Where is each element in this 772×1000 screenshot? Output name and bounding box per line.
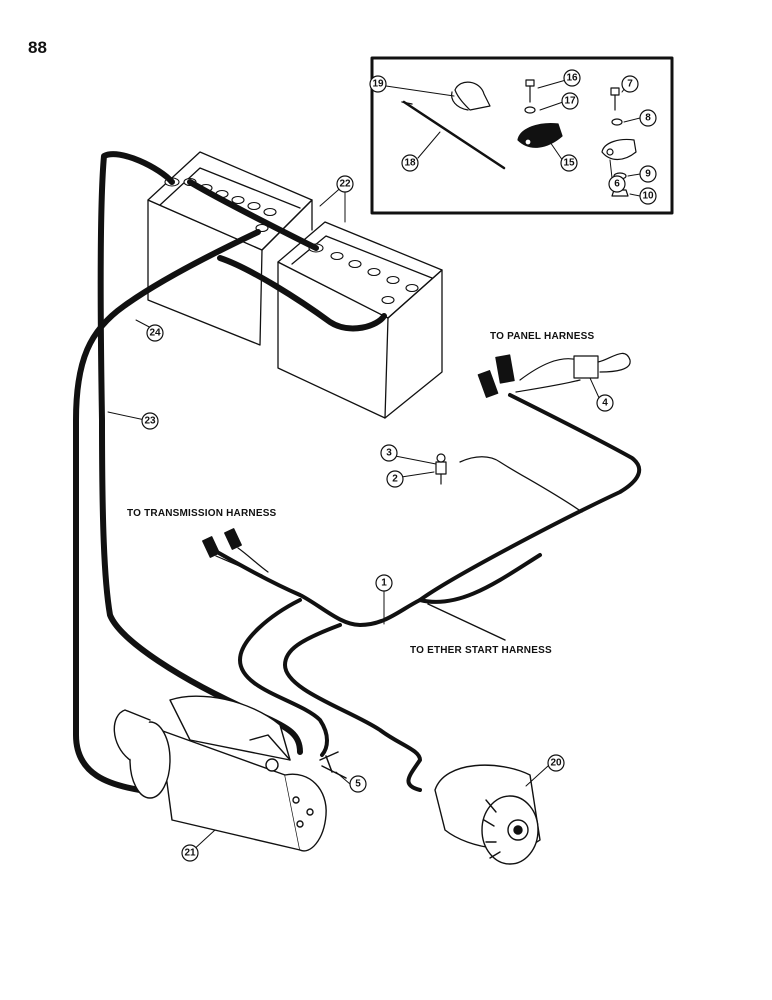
- part-19-clip: [454, 81, 491, 111]
- callout-10-text: 10: [642, 191, 654, 202]
- temp-sensor: [435, 453, 447, 485]
- callout-21-text: 21: [184, 848, 196, 859]
- battery-strap: [187, 179, 319, 251]
- callout-3-text: 3: [386, 448, 392, 459]
- part-7-bolt: [610, 87, 620, 96]
- callout-3: [380, 444, 398, 462]
- heavy-cables: [73, 151, 387, 793]
- callout-4-text: 4: [602, 398, 608, 409]
- main-harness: [208, 393, 642, 792]
- callout-23: [141, 412, 159, 430]
- callout-19-text: 19: [372, 79, 384, 90]
- ether-start-wire: [427, 603, 506, 641]
- callout-17-text: 17: [564, 96, 576, 107]
- callout-1: [375, 574, 393, 592]
- callout-24-text: 24: [149, 328, 161, 339]
- battery-link: [217, 255, 387, 332]
- part-8-washer: [611, 118, 623, 126]
- inset-hardware-box: [370, 56, 674, 215]
- callout-circles: [141, 69, 657, 862]
- inset-parts: [401, 79, 637, 197]
- part-18-strap: [402, 100, 506, 170]
- callout-5-text: 5: [355, 779, 361, 790]
- callout-9: [639, 165, 657, 183]
- part-15-clamp: [517, 123, 563, 148]
- callout-8-text: 8: [645, 113, 651, 124]
- callout-16: [563, 69, 581, 87]
- callout-20: [547, 754, 565, 772]
- harness-ether-branch: [418, 553, 542, 604]
- part-6-clamp: [601, 138, 637, 161]
- sensor-wire: [459, 456, 583, 513]
- battery-right: [277, 221, 443, 419]
- callout-24: [146, 324, 164, 342]
- callout-1-text: 1: [381, 578, 387, 589]
- callout-2-text: 2: [392, 474, 398, 485]
- label-to-panel-harness: TO PANEL HARNESS: [490, 331, 594, 342]
- page-number: 88: [28, 38, 47, 57]
- label-to-transmission-harness: TO TRANSMISSION HARNESS: [127, 508, 277, 519]
- callout-19: [369, 75, 387, 93]
- callout-4: [596, 394, 614, 412]
- harness-1-upper: [208, 393, 642, 627]
- callout-18: [401, 154, 419, 172]
- alternator: [434, 764, 541, 865]
- cable-24: [73, 229, 261, 793]
- callout-9-text: 9: [645, 169, 651, 180]
- part-16-screw: [525, 79, 535, 87]
- callout-7: [621, 75, 639, 93]
- callout-15-text: 15: [563, 158, 575, 169]
- starter-motor: [113, 695, 327, 852]
- callout-16-text: 16: [566, 73, 578, 84]
- part-17-washer: [524, 106, 536, 114]
- bolt-5: [319, 751, 347, 779]
- callout-2: [386, 470, 404, 488]
- callout-22: [336, 175, 354, 193]
- callout-5: [349, 775, 367, 793]
- panel-harness-connectors: [477, 352, 631, 398]
- label-to-ether-start-harness: TO ETHER START HARNESS: [410, 645, 552, 656]
- harness-starter-branch: [238, 598, 329, 757]
- callout-18-text: 18: [404, 158, 416, 169]
- callout-20-text: 20: [550, 758, 562, 769]
- callout-6: [608, 175, 626, 193]
- callout-15: [560, 154, 578, 172]
- callout-23-text: 23: [144, 416, 156, 427]
- callout-22-text: 22: [339, 179, 351, 190]
- callout-6-text: 6: [614, 179, 620, 190]
- callout-17: [561, 92, 579, 110]
- harness-alternator-branch: [283, 623, 422, 792]
- callout-10: [639, 187, 657, 205]
- callout-7-text: 7: [627, 79, 633, 90]
- transmission-harness-connectors: [202, 528, 269, 576]
- callout-21: [181, 844, 199, 862]
- callout-8: [639, 109, 657, 127]
